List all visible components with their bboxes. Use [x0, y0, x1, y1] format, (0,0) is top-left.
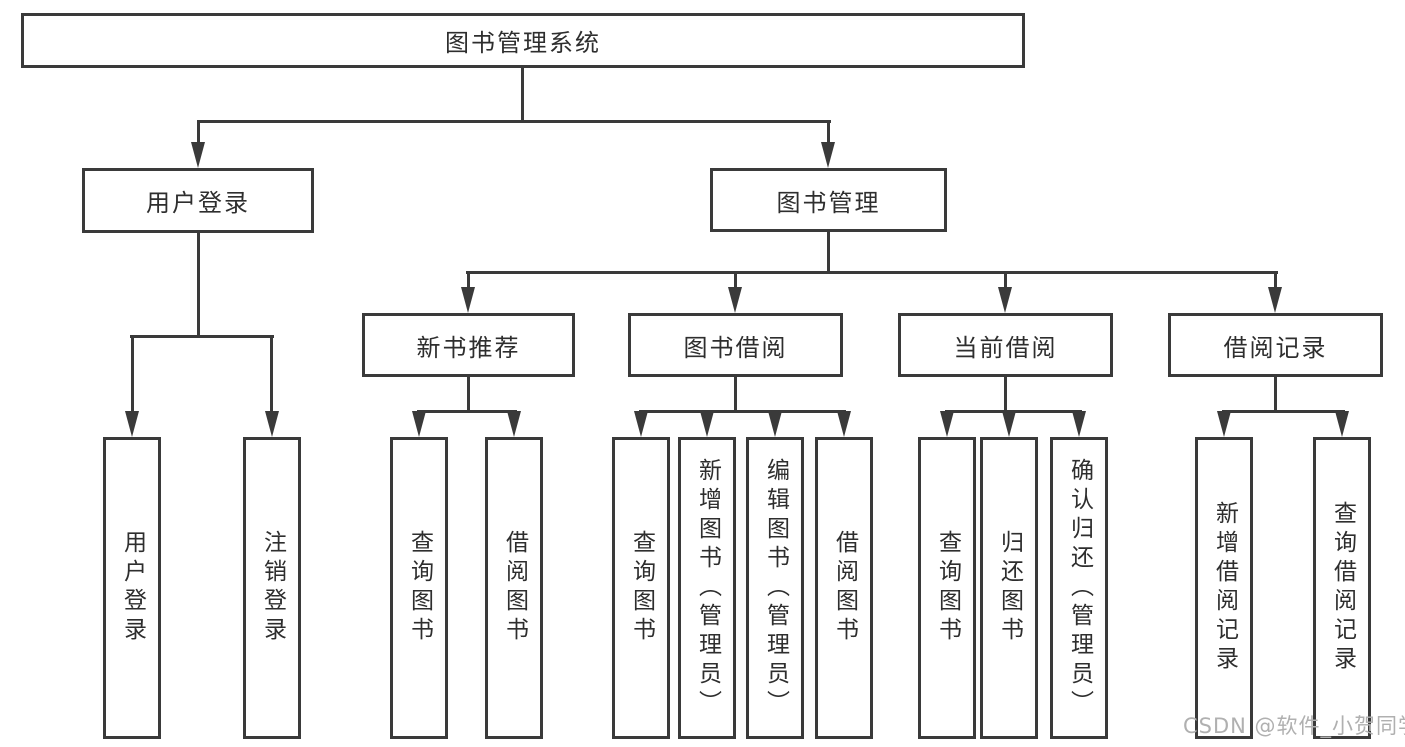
arrow-down-icon [768, 411, 782, 437]
arrow-down-icon [1335, 411, 1349, 437]
connector-book-management-branch [466, 271, 1278, 274]
node-library-management-system: 图书管理系统 [21, 13, 1025, 68]
connector-borrow-records-branch [1222, 410, 1345, 413]
leaf-query-borrow-record: 查询借阅记录 [1313, 437, 1371, 739]
arrow-down-icon [728, 287, 742, 313]
connector-drop-book-borrow [734, 271, 737, 291]
arrow-down-icon [1072, 411, 1086, 437]
connector-new-book-recommend-branch [417, 410, 517, 413]
leaf-return-books: 归还图书 [980, 437, 1038, 739]
leaf-query-books-borrow: 查询图书 [612, 437, 670, 739]
arrow-down-icon [412, 411, 426, 437]
leaf-confirm-return-admin: 确认归还（管理员） [1050, 437, 1108, 739]
leaf-logout: 注销登录 [243, 437, 301, 739]
leaf-add-borrow-record: 新增借阅记录 [1195, 437, 1253, 739]
leaf-borrow-books-recommend: 借阅图书 [485, 437, 543, 739]
connector-user-login-stem [197, 233, 200, 337]
leaf-query-books-current: 查询图书 [918, 437, 976, 739]
leaf-borrow-books: 借阅图书 [815, 437, 873, 739]
connector-book-borrow-branch [639, 410, 846, 413]
node-book-borrow: 图书借阅 [628, 313, 843, 377]
connector-current-borrow-stem [1004, 377, 1007, 412]
connector-root-stem [521, 68, 524, 121]
arrow-down-icon [634, 411, 648, 437]
arrow-down-icon [1217, 411, 1231, 437]
connector-borrow-records-stem [1274, 377, 1277, 412]
arrow-down-icon [998, 287, 1012, 313]
connector-user-login-branch [130, 335, 274, 338]
arrow-down-icon [700, 411, 714, 437]
leaf-edit-books-admin: 编辑图书（管理员） [746, 437, 804, 739]
connector-drop-current-borrow [1004, 271, 1007, 291]
leaf-add-books-admin: 新增图书（管理员） [678, 437, 736, 739]
arrow-down-icon [1002, 411, 1016, 437]
connector-drop-new-book-recommend [467, 271, 470, 291]
leaf-query-books-recommend: 查询图书 [390, 437, 448, 739]
connector-drop-login [131, 335, 134, 415]
leaf-user-login: 用户登录 [103, 437, 161, 739]
node-book-management: 图书管理 [710, 168, 947, 232]
arrow-down-icon [507, 411, 521, 437]
arrow-down-icon [265, 411, 279, 437]
node-user-login: 用户登录 [82, 168, 314, 233]
node-new-book-recommend: 新书推荐 [362, 313, 575, 377]
connector-book-management-stem [827, 232, 830, 273]
arrow-down-icon [125, 411, 139, 437]
arrow-down-icon [1268, 287, 1282, 313]
arrow-down-icon [191, 142, 205, 168]
connector-drop-book-management [827, 120, 830, 146]
connector-book-borrow-stem [734, 377, 737, 412]
csdn-watermark: CSDN @软件_小贺同学 [1183, 714, 1405, 738]
node-borrow-records: 借阅记录 [1168, 313, 1383, 377]
arrow-down-icon [461, 287, 475, 313]
arrow-down-icon [837, 411, 851, 437]
connector-drop-borrow-records [1274, 271, 1277, 291]
node-current-borrow: 当前借阅 [898, 313, 1113, 377]
arrow-down-icon [940, 411, 954, 437]
connector-drop-user-login [197, 120, 200, 146]
connector-root-branch [197, 120, 831, 123]
arrow-down-icon [821, 142, 835, 168]
connector-new-book-recommend-stem [467, 377, 470, 412]
connector-drop-logout [270, 335, 273, 415]
